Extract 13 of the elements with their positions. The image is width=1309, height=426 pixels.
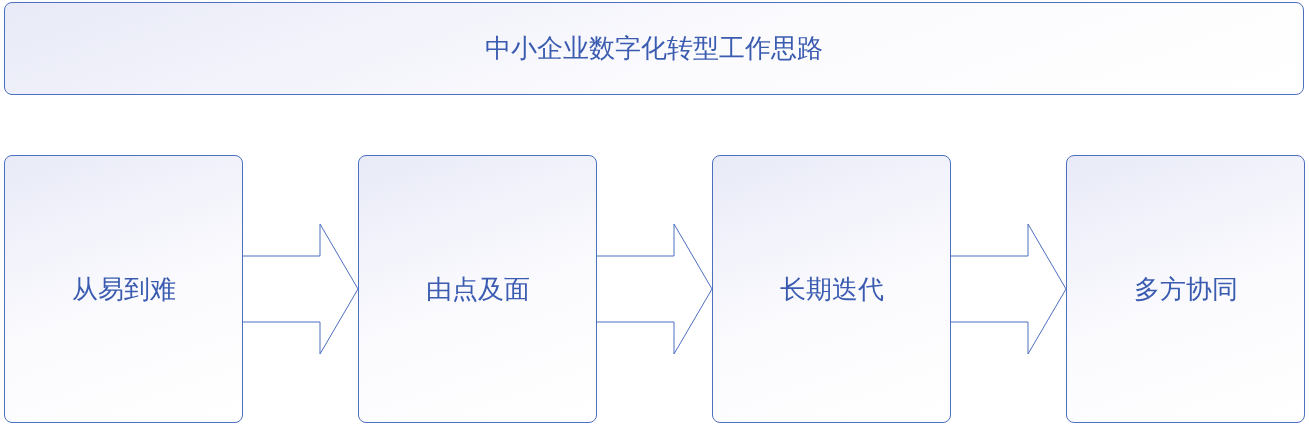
block-arrow xyxy=(242,223,359,355)
block-arrow xyxy=(950,223,1067,355)
process-box xyxy=(358,155,597,423)
title-text: 中小企业数字化转型工作思路 xyxy=(485,32,823,65)
process-box xyxy=(1066,155,1305,423)
process-box xyxy=(4,155,243,423)
process-box xyxy=(712,155,951,423)
box-label: 由点及面 xyxy=(425,272,530,306)
block-arrow xyxy=(596,223,713,355)
box-label: 长期迭代 xyxy=(779,272,884,306)
box-label: 多方协同 xyxy=(1133,272,1238,306)
box-label: 从易到难 xyxy=(71,272,176,306)
title-box xyxy=(4,2,1304,95)
